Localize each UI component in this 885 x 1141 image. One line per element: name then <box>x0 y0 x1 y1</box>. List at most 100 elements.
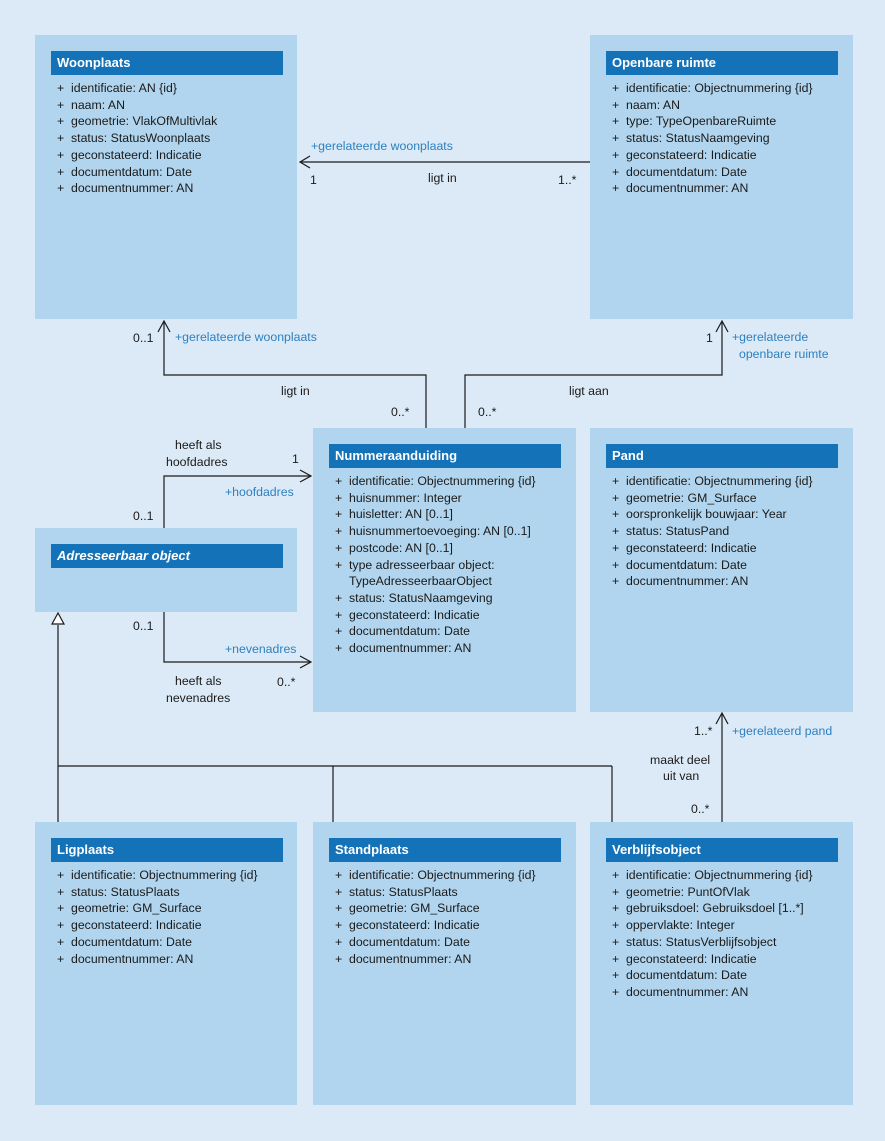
attribute-item: documentdatum: Date <box>612 557 813 574</box>
class-woonplaats: Woonplaats identificatie: AN {id}naam: A… <box>35 35 297 319</box>
multiplicity-label: 0..* <box>277 675 296 689</box>
association-name: uit van <box>663 769 700 783</box>
attribute-item: huisletter: AN [0..1] <box>335 506 536 523</box>
attribute-item: identificatie: Objectnummering {id} <box>612 80 813 97</box>
attribute-item: geconstateerd: Indicatie <box>335 607 536 624</box>
multiplicity-label: 0..1 <box>133 619 154 633</box>
association-name: ligt in <box>428 171 457 185</box>
attribute-item: status: StatusNaamgeving <box>335 590 536 607</box>
assoc-line-nevenadres <box>163 612 310 663</box>
attribute-item: type: TypeOpenbareRuimte <box>612 113 813 130</box>
attribute-item: status: StatusPand <box>612 523 813 540</box>
role-label: +hoofdadres <box>225 485 294 499</box>
attribute-item: huisnummertoevoeging: AN [0..1] <box>335 523 536 540</box>
attribute-item: documentnummer: AN <box>57 180 217 197</box>
attribute-item: geconstateerd: Indicatie <box>335 917 536 934</box>
attribute-item: documentnummer: AN <box>612 180 813 197</box>
attribute-list: identificatie: Objectnummering {id}geome… <box>612 867 813 1001</box>
class-adresseerbaar-object: Adresseerbaar object <box>35 528 297 612</box>
class-title: Standplaats <box>329 838 561 862</box>
attribute-item: gebruiksdoel: Gebruiksdoel [1..*] <box>612 900 813 917</box>
attribute-list: identificatie: Objectnummering {id}naam:… <box>612 80 813 197</box>
multiplicity-label: 0..* <box>478 405 497 419</box>
attribute-item: documentnummer: AN <box>612 573 813 590</box>
association-name: maakt deel <box>650 753 711 767</box>
multiplicity-label: 1 <box>310 173 317 187</box>
attribute-item: documentnummer: AN <box>612 984 813 1001</box>
attribute-item: status: StatusPlaats <box>57 884 258 901</box>
attribute-item: identificatie: Objectnummering {id} <box>612 867 813 884</box>
arrowhead-na-or <box>715 319 729 333</box>
attribute-item: status: StatusNaamgeving <box>612 130 813 147</box>
arrowhead-nevenadres <box>299 655 313 669</box>
multiplicity-label: 0..* <box>391 405 410 419</box>
association-name: hoofdadres <box>166 455 228 469</box>
class-title: Verblijfsobject <box>606 838 838 862</box>
association-name: ligt in <box>281 384 310 398</box>
arrowhead-na-wp <box>157 319 171 333</box>
attribute-item: naam: AN <box>612 97 813 114</box>
attribute-item: identificatie: Objectnummering {id} <box>335 473 536 490</box>
attribute-item: geconstateerd: Indicatie <box>612 951 813 968</box>
attribute-item: documentdatum: Date <box>612 967 813 984</box>
generalization-triangle <box>50 611 66 625</box>
role-label: +gerelateerd pand <box>732 724 833 738</box>
arrowhead-hoofdadres <box>299 469 313 483</box>
role-label: openbare ruimte <box>739 347 829 361</box>
attribute-item: naam: AN <box>57 97 217 114</box>
multiplicity-label: 0..1 <box>133 331 154 345</box>
class-title: Woonplaats <box>51 51 283 75</box>
class-title: Pand <box>606 444 838 468</box>
multiplicity-label: 1..* <box>694 724 713 738</box>
attribute-item: documentdatum: Date <box>57 934 258 951</box>
attribute-item: status: StatusPlaats <box>335 884 536 901</box>
class-nummeraanduiding: Nummeraanduiding identificatie: Objectnu… <box>313 428 576 712</box>
class-standplaats: Standplaats identificatie: Objectnummeri… <box>313 822 576 1105</box>
class-title: Adresseerbaar object <box>51 544 283 568</box>
multiplicity-label: 1..* <box>558 173 577 187</box>
assoc-line-na-or <box>464 322 723 428</box>
multiplicity-label: 0..* <box>691 802 710 816</box>
attribute-item: huisnummer: Integer <box>335 490 536 507</box>
arrowhead-or-wp <box>298 155 311 169</box>
attribute-item: documentdatum: Date <box>335 934 536 951</box>
class-verblijfsobject: Verblijfsobject identificatie: Objectnum… <box>590 822 853 1105</box>
attribute-item: status: StatusVerblijfsobject <box>612 934 813 951</box>
attribute-list: identificatie: Objectnummering {id}statu… <box>57 867 258 967</box>
attribute-item: geometrie: PuntOfVlak <box>612 884 813 901</box>
attribute-item: identificatie: AN {id} <box>57 80 217 97</box>
association-name: nevenadres <box>166 691 231 705</box>
multiplicity-label: 0..1 <box>133 509 154 523</box>
arrowhead-vbo-pand <box>715 711 729 725</box>
role-label: +gerelateerde woonplaats <box>311 139 453 153</box>
role-label: +nevenadres <box>225 642 297 656</box>
attribute-list: identificatie: AN {id}naam: ANgeometrie:… <box>57 80 217 197</box>
attribute-item: postcode: AN [0..1] <box>335 540 536 557</box>
attribute-list: identificatie: Objectnummering {id}huisn… <box>335 473 536 657</box>
multiplicity-label: 1 <box>292 452 299 466</box>
association-name: heeft als <box>175 674 222 688</box>
association-name: heeft als <box>175 438 222 452</box>
attribute-item: geconstateerd: Indicatie <box>57 917 258 934</box>
attribute-list: identificatie: Objectnummering {id}statu… <box>335 867 536 967</box>
class-title: Openbare ruimte <box>606 51 838 75</box>
attribute-list: identificatie: Objectnummering {id}geome… <box>612 473 813 590</box>
attribute-item: geometrie: GM_Surface <box>335 900 536 917</box>
multiplicity-label: 1 <box>706 331 713 345</box>
assoc-line-hoofdadres <box>163 475 310 528</box>
attribute-item: documentdatum: Date <box>612 164 813 181</box>
attribute-item: documentdatum: Date <box>335 623 536 640</box>
attribute-item: geometrie: VlakOfMultivlak <box>57 113 217 130</box>
attribute-item: identificatie: Objectnummering {id} <box>57 867 258 884</box>
attribute-item: geometrie: GM_Surface <box>612 490 813 507</box>
role-label: +gerelateerde <box>732 330 809 344</box>
attribute-continuation: TypeAdresseerbaarObject <box>349 574 492 589</box>
role-label: +gerelateerde woonplaats <box>175 330 317 344</box>
attribute-item: documentnummer: AN <box>57 951 258 968</box>
class-ligplaats: Ligplaats identificatie: Objectnummering… <box>35 822 297 1105</box>
attribute-item: documentdatum: Date <box>57 164 217 181</box>
class-title: Ligplaats <box>51 838 283 862</box>
class-openbare-ruimte: Openbare ruimte identificatie: Objectnum… <box>590 35 853 319</box>
attribute-item: geometrie: GM_Surface <box>57 900 258 917</box>
